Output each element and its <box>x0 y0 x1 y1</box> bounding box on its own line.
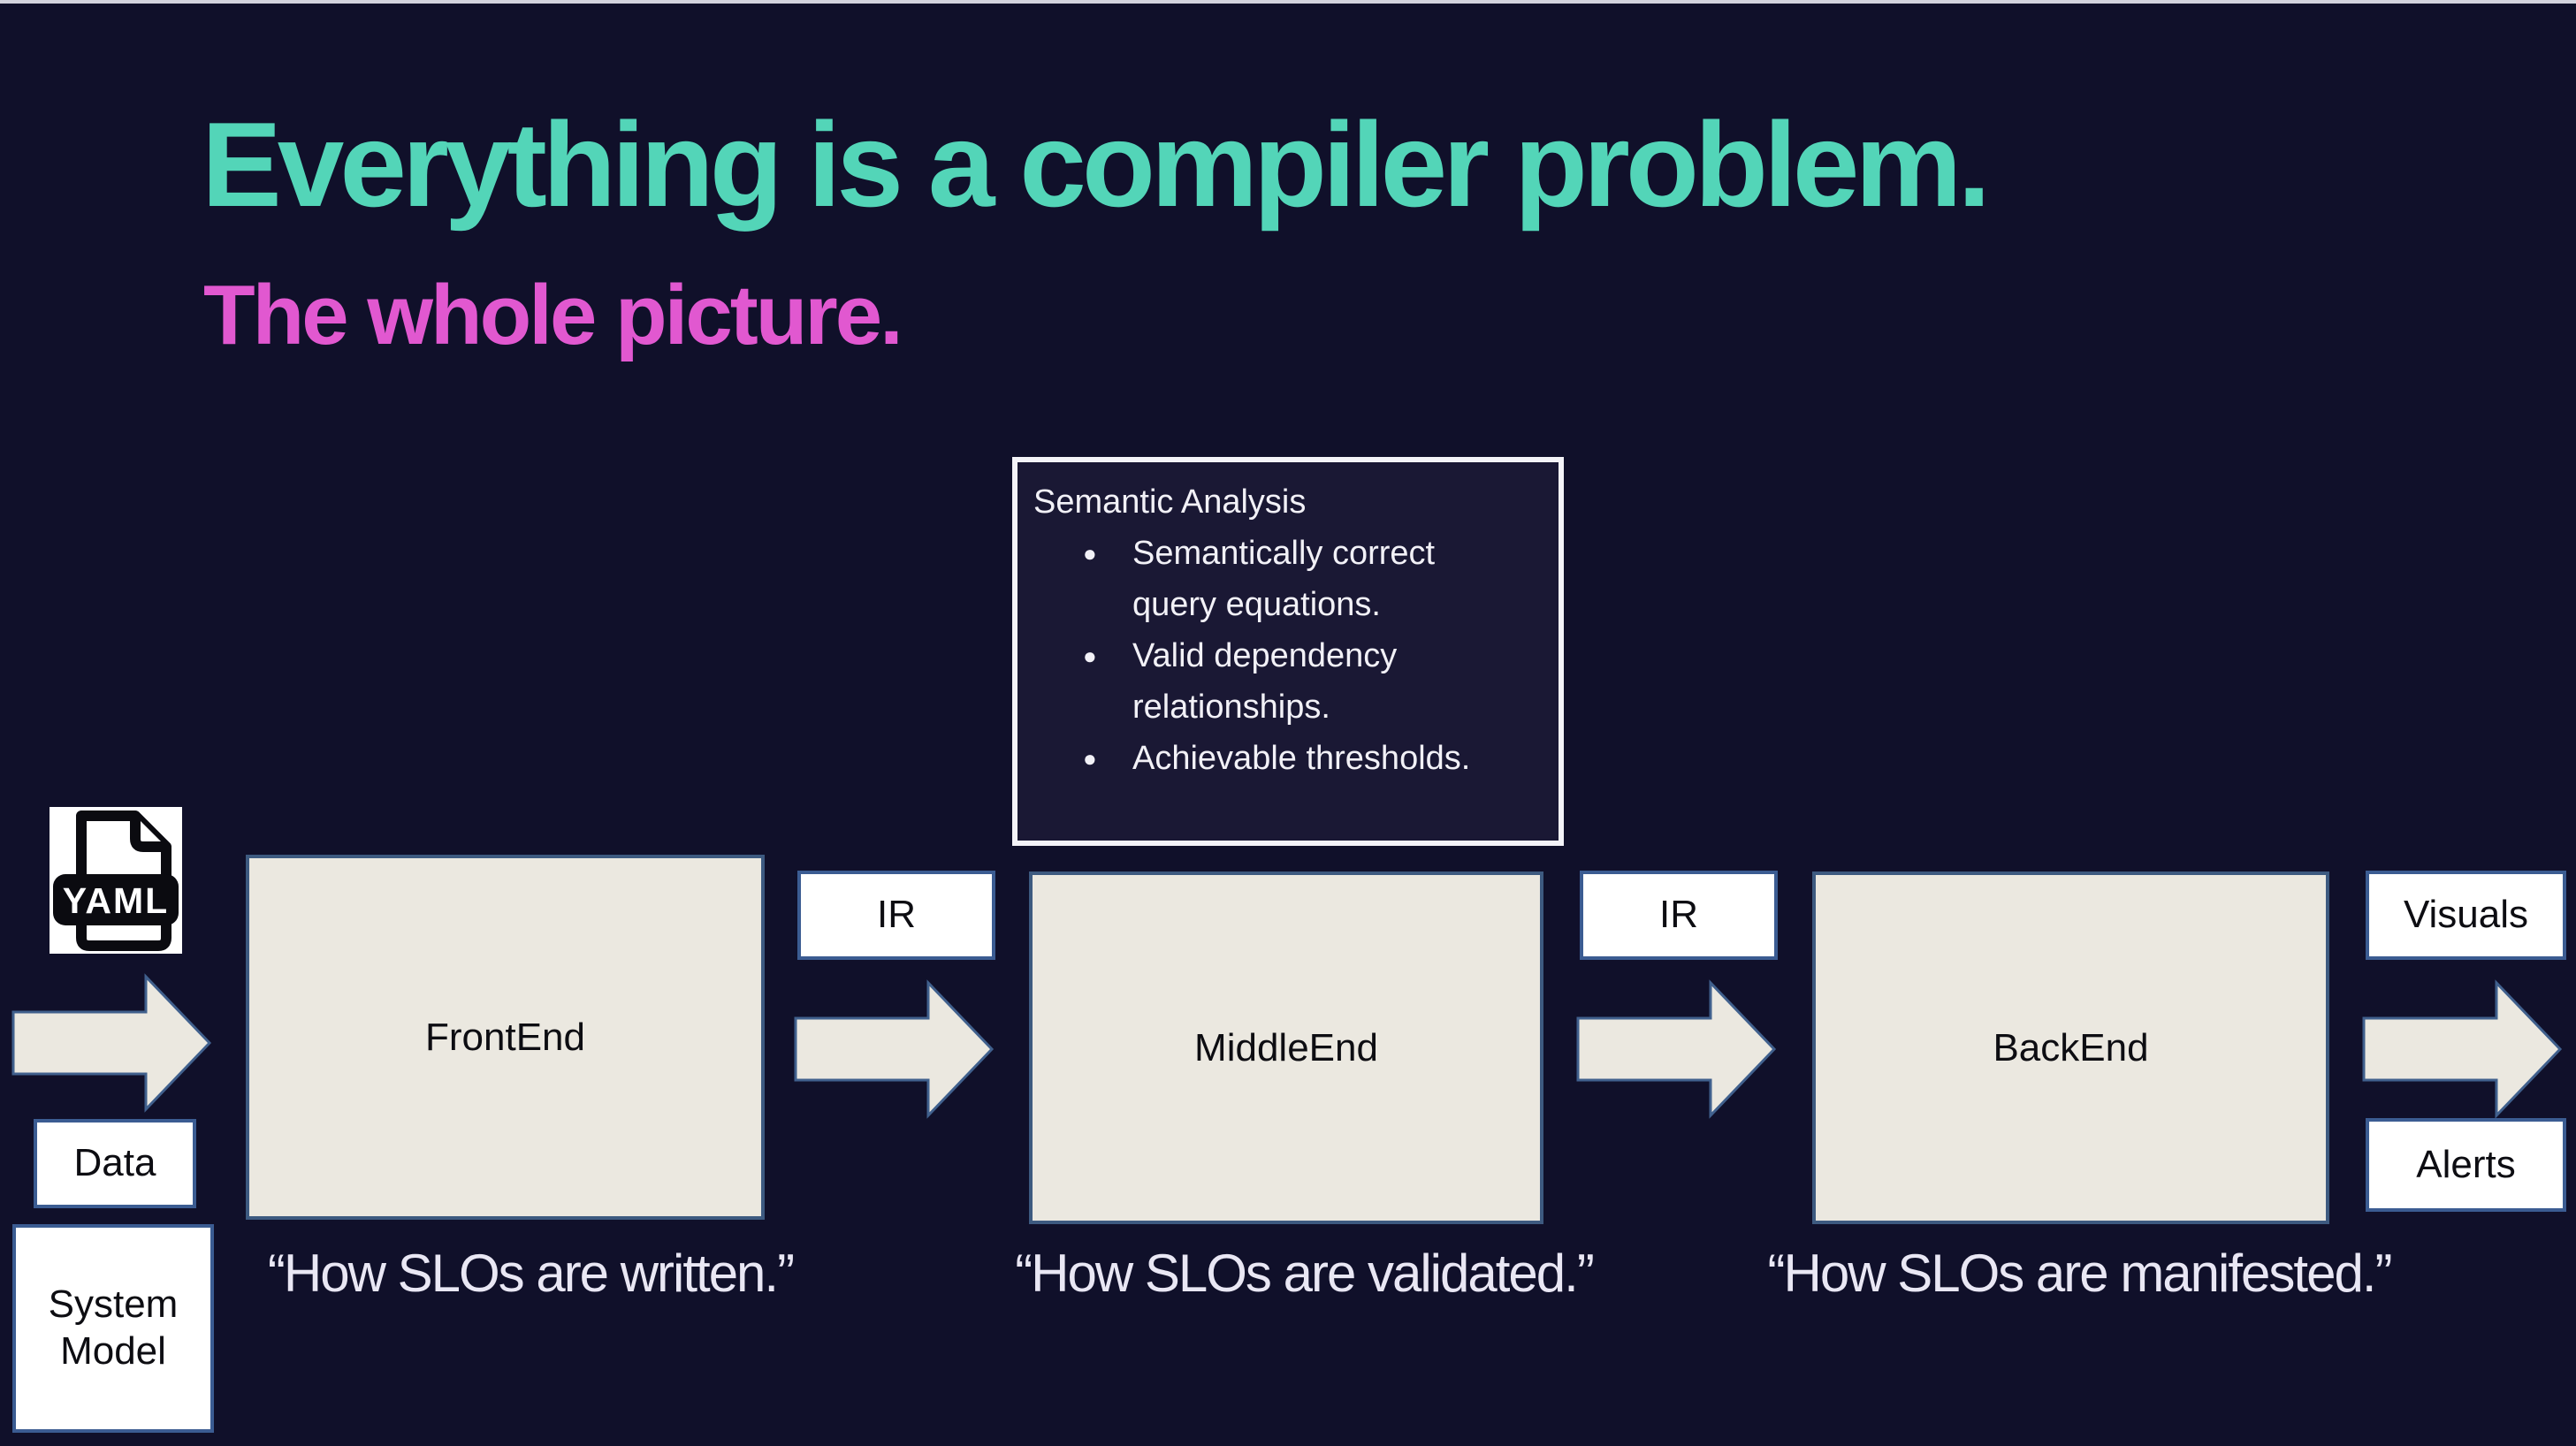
semantic-analysis-bullet-1: ● Semantically correct query equations. <box>1033 528 1543 630</box>
slide-subtitle: The whole picture. <box>203 268 903 362</box>
semantic-analysis-callout: Semantic Analysis ● Semantically correct… <box>1012 457 1564 846</box>
bullet-icon: ● <box>1083 540 1097 567</box>
quote-middleend: “How SLOs are validated.” <box>1015 1244 1595 1303</box>
input-data-box: Data <box>34 1119 196 1208</box>
flow-arrow-output <box>2362 979 2563 1119</box>
stage-middleend-label: MiddleEnd <box>1194 1025 1378 1069</box>
ir-badge-label: IR <box>877 893 916 937</box>
yaml-file-icon: YAML <box>50 807 182 954</box>
stage-frontend-box: FrontEnd <box>246 855 765 1220</box>
stage-backend-label: BackEnd <box>1993 1025 2149 1069</box>
ir-badge-1: IR <box>797 871 995 960</box>
stage-frontend-label: FrontEnd <box>425 1015 585 1059</box>
flow-arrow-frontend-to-middleend <box>794 979 995 1119</box>
output-visuals-label: Visuals <box>2403 893 2529 937</box>
slide-title: Everything is a compiler problem. <box>202 97 1991 232</box>
flow-arrow-input <box>11 973 212 1113</box>
semantic-analysis-bullet-3: ● Achievable thresholds. <box>1033 733 1543 784</box>
quote-backend: “How SLOs are manifested.” <box>1767 1244 2393 1303</box>
input-data-label: Data <box>73 1141 156 1185</box>
bullet-text: Achievable thresholds. <box>1132 740 1471 777</box>
semantic-analysis-bullet-2: ● Valid dependency relationships. <box>1033 630 1543 733</box>
yaml-icon-label: YAML <box>63 880 169 921</box>
bullet-text: Semantically correct query equations. <box>1132 535 1436 623</box>
output-alerts-box: Alerts <box>2366 1118 2566 1212</box>
output-alerts-label: Alerts <box>2416 1142 2516 1186</box>
stage-backend-box: BackEnd <box>1812 871 2329 1224</box>
output-visuals-box: Visuals <box>2366 871 2566 960</box>
semantic-analysis-title: Semantic Analysis <box>1033 483 1307 521</box>
bullet-text: Valid dependency relationships. <box>1132 637 1398 726</box>
ir-badge-label: IR <box>1659 893 1698 937</box>
ir-badge-2: IR <box>1580 871 1778 960</box>
flow-arrow-middleend-to-backend <box>1576 979 1777 1119</box>
stage-middleend-box: MiddleEnd <box>1029 871 1543 1224</box>
input-system-model-box: System Model <box>12 1224 214 1433</box>
quote-frontend: “How SLOs are written.” <box>267 1244 795 1303</box>
input-system-model-label: System Model <box>48 1282 179 1373</box>
bullet-icon: ● <box>1083 643 1097 669</box>
bullet-icon: ● <box>1083 745 1097 772</box>
window-top-edge <box>0 0 2576 4</box>
